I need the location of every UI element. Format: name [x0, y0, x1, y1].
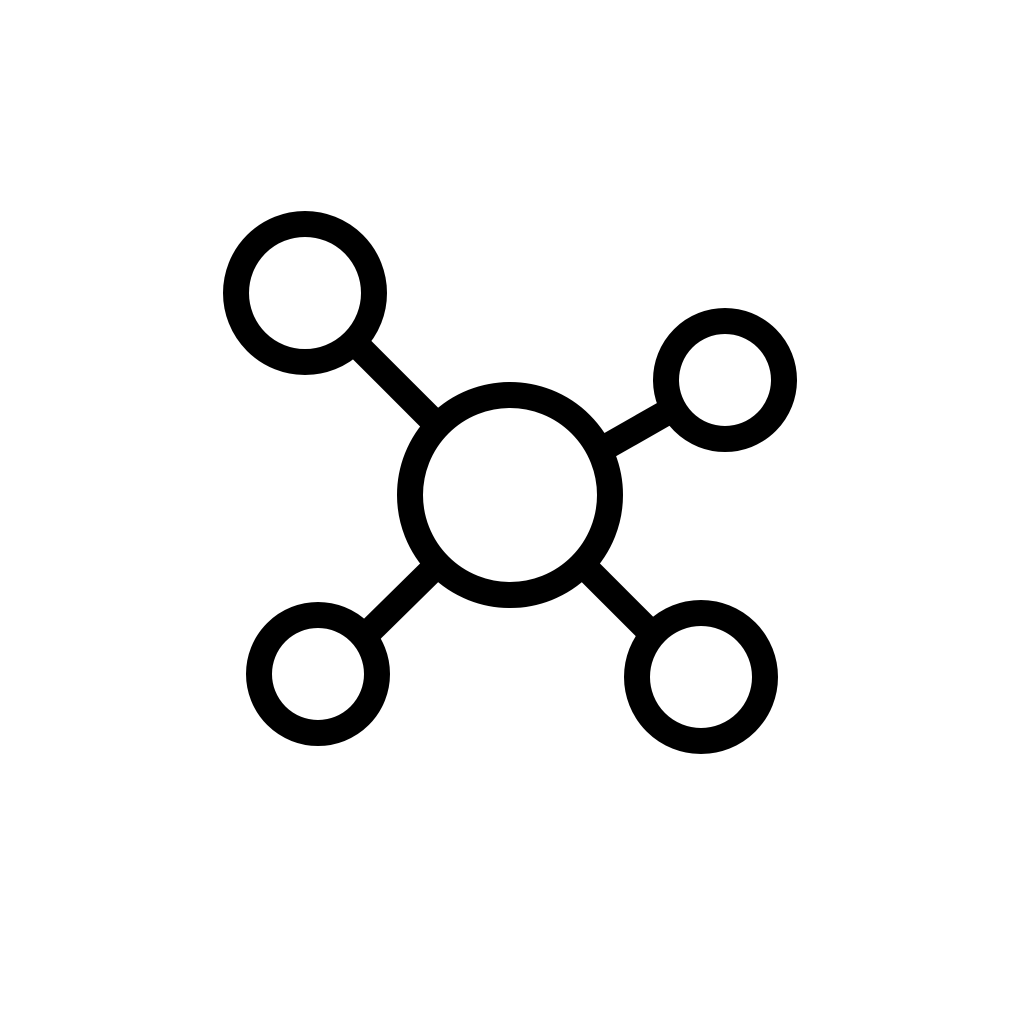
connector-top-left — [350, 338, 440, 428]
connector-bottom-left — [359, 560, 442, 642]
satellite-node-bottom-left — [246, 602, 390, 746]
connector-right — [599, 398, 678, 459]
nodes — [223, 211, 797, 754]
satellite-node-bottom-right — [624, 600, 778, 754]
hub-node-circle — [397, 382, 623, 608]
satellite-node-right — [653, 308, 797, 452]
satellite-node-top-left — [223, 211, 387, 375]
